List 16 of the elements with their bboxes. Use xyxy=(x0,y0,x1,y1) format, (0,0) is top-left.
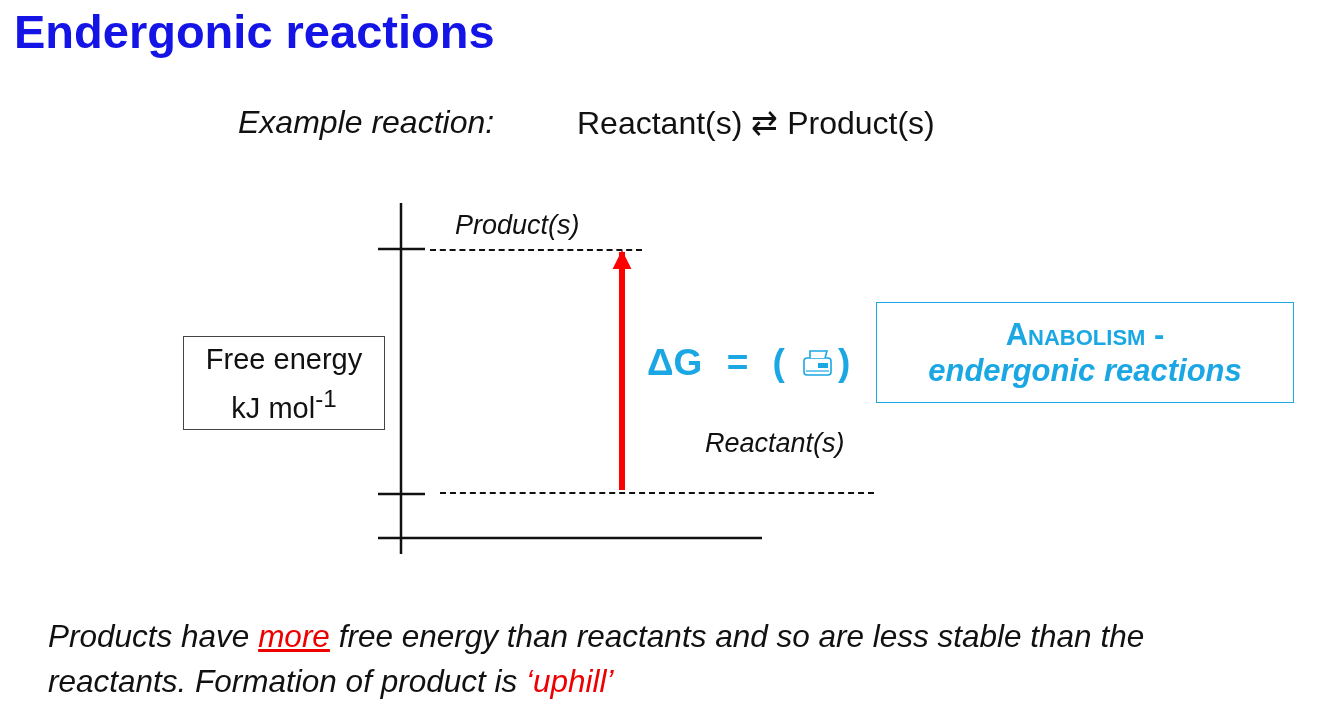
caption: Products have more free energy than reactants and so are less stable than the reactants. Formation of product is ‘uphill’ xyxy=(48,617,1146,701)
example-label: Example reaction: xyxy=(238,104,495,141)
box-heading: Anabolism - xyxy=(1005,316,1165,353)
delta-g-label: ΔG = ( xyxy=(647,342,785,384)
arrow xyxy=(612,250,632,490)
level-label: Product(s) xyxy=(455,210,580,241)
axis-title: Free energy kJ mol$^{-1}$ xyxy=(204,341,364,426)
text-box xyxy=(876,302,1294,403)
box-text: endergonic reactions xyxy=(928,352,1242,389)
dashed-level-line xyxy=(440,492,874,494)
bracket-label: ) xyxy=(838,342,851,384)
dashed-level-line xyxy=(430,249,642,251)
text-box xyxy=(183,336,385,430)
reaction-equation: Reactant(s) ⇄ Product(s) xyxy=(577,104,935,142)
slide-title: Endergonic reactions xyxy=(14,4,495,59)
level-label: Reactant(s) xyxy=(705,428,845,459)
